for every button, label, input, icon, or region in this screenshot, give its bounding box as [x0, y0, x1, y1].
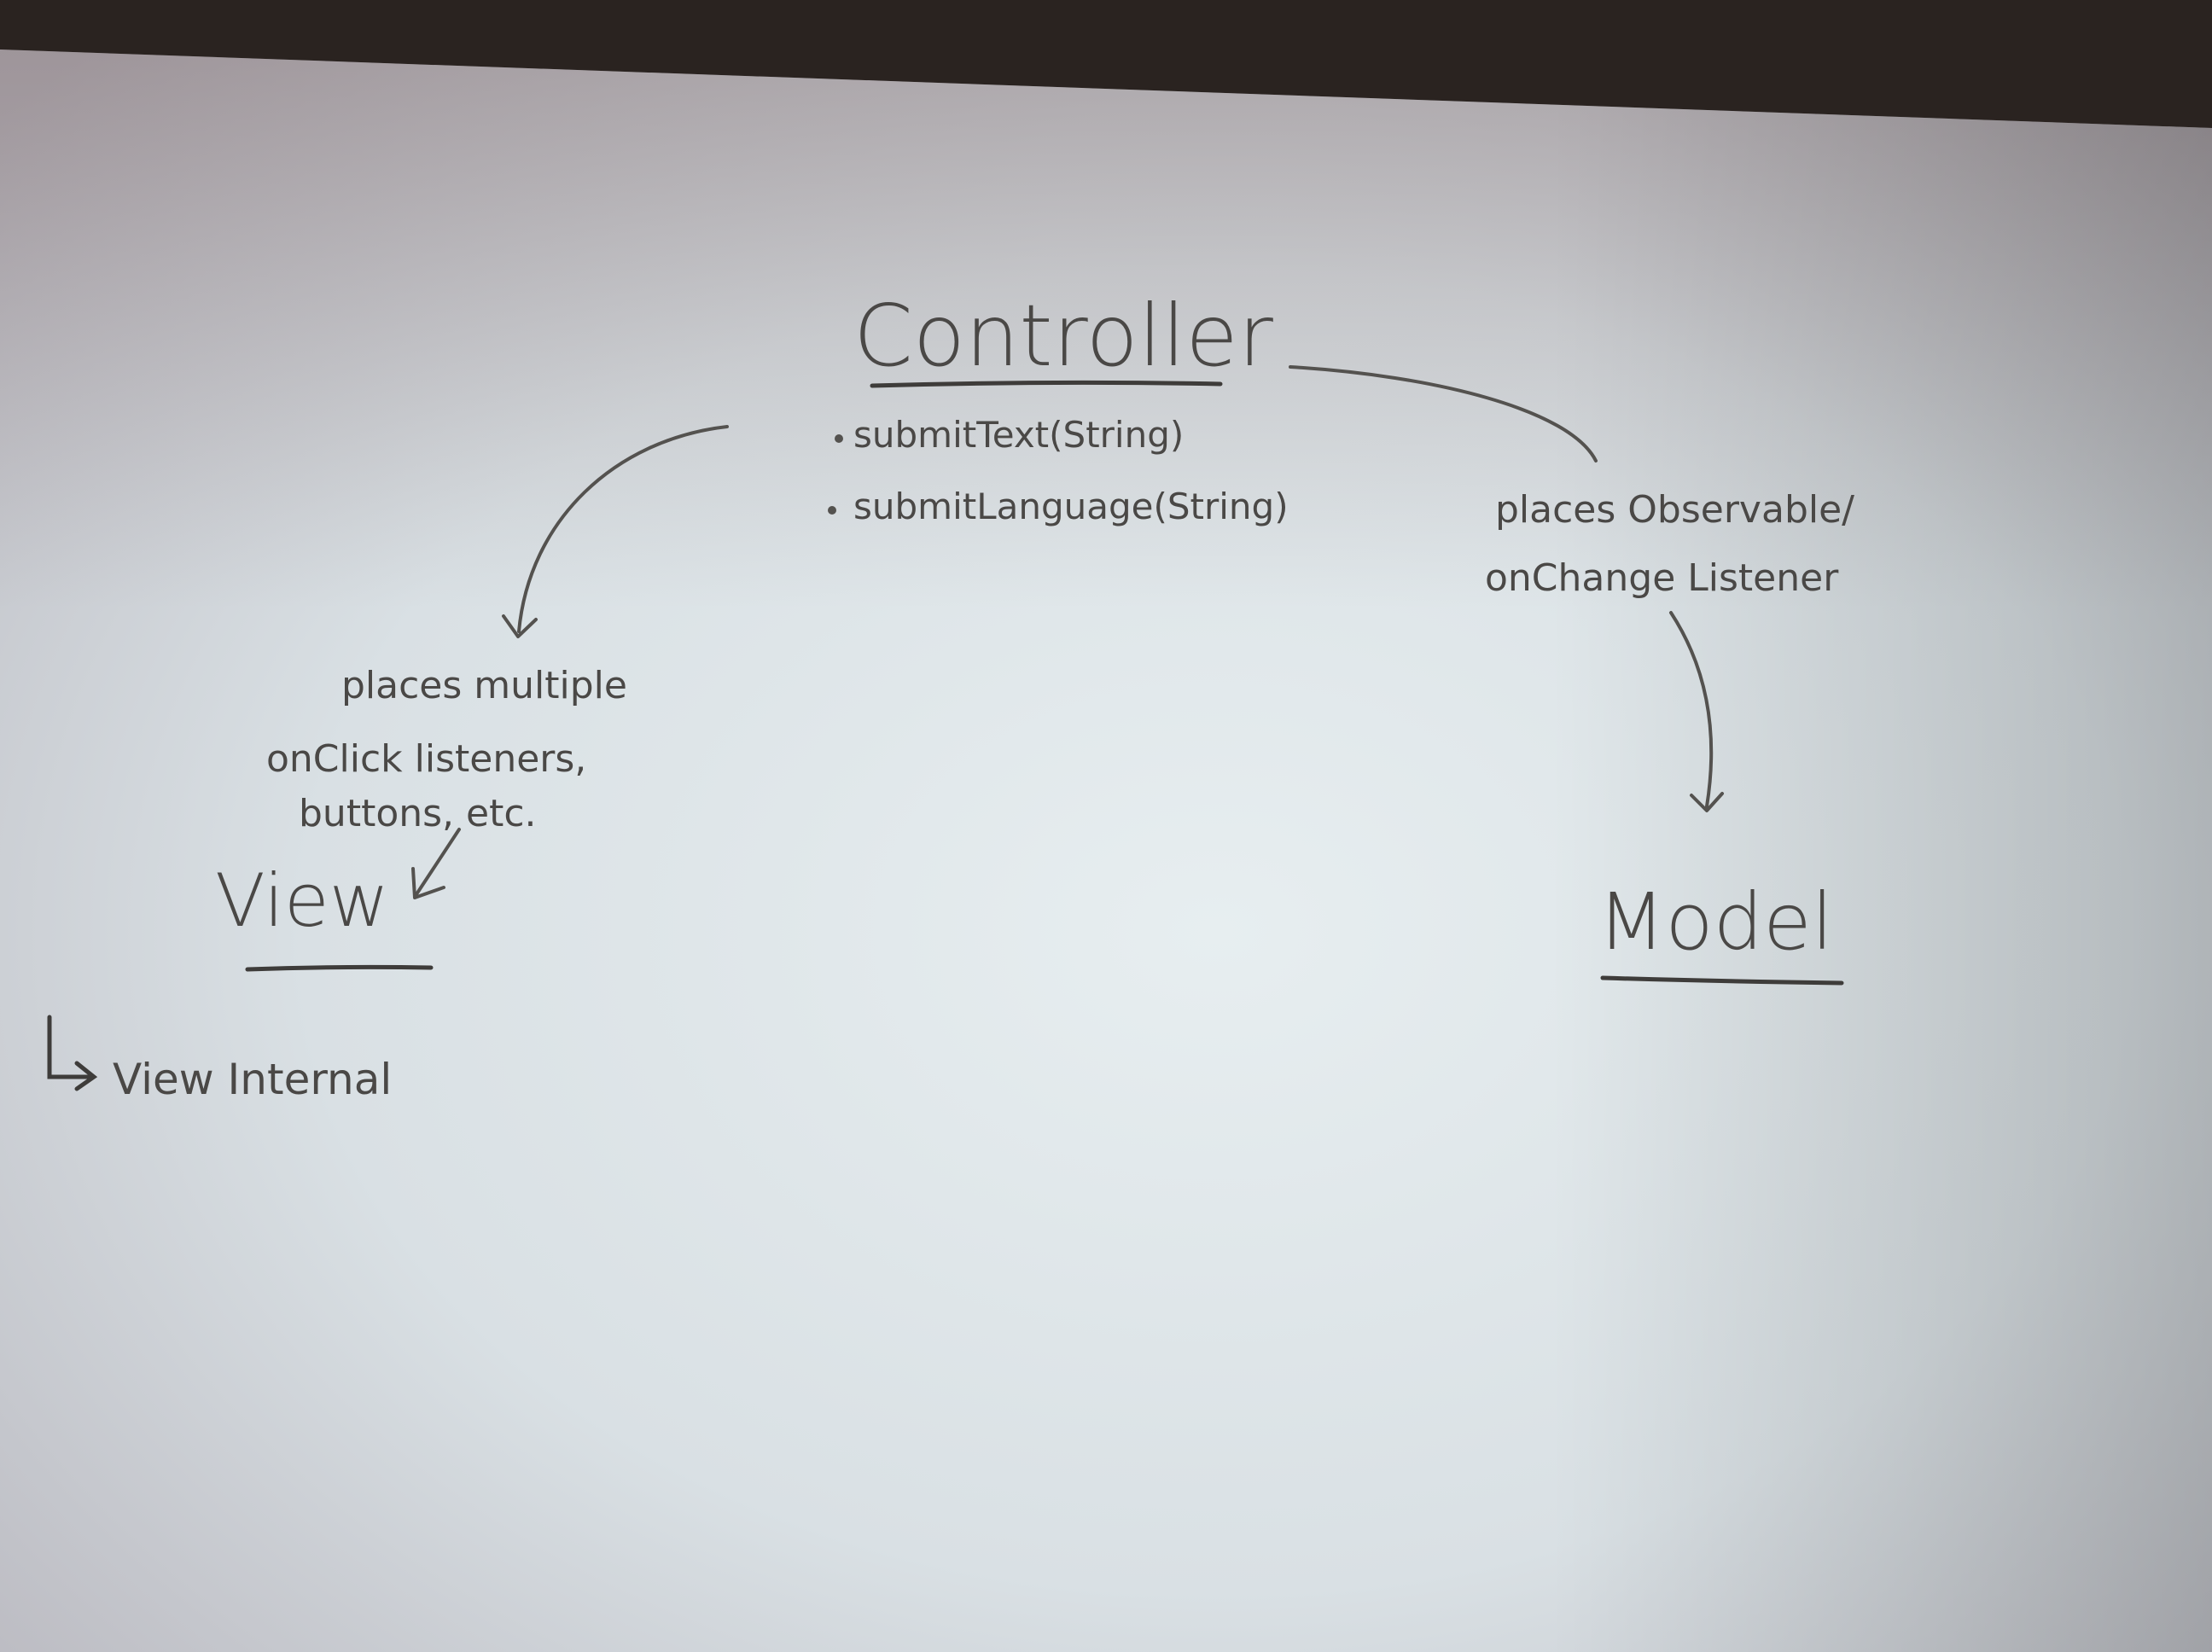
controller-title: Controller: [853, 286, 1274, 386]
controller-node: Controller submitText(String) submitLang…: [828, 286, 1289, 527]
edge-label-line: onChange Listener: [1485, 556, 1839, 600]
edge-controller-to-model: places Observable/ onChange Listener: [1289, 365, 1854, 812]
edge-label-line: places Observable/: [1495, 488, 1854, 532]
controller-underline: [870, 380, 1223, 388]
controller-method: submitText(String): [853, 414, 1184, 456]
view-title: View: [215, 858, 389, 944]
edge-controller-to-view: places multiple onClick listeners, butto…: [266, 425, 729, 899]
edge-curve: [517, 425, 729, 633]
arrowhead-icon: [411, 867, 445, 899]
edge-label-line: places multiple: [341, 664, 627, 707]
arrowhead-icon: [1690, 792, 1724, 812]
paper-shade-right: [0, 49, 2212, 1652]
edge-label-line: buttons, etc.: [299, 792, 537, 835]
arrowhead-icon: [74, 1061, 98, 1091]
arrowhead-icon: [502, 614, 538, 638]
subitem-arrow-icon: [47, 1015, 95, 1079]
view-subitem: View Internal: [113, 1055, 392, 1104]
controller-method: submitLanguage(String): [853, 486, 1289, 527]
view-underline: [245, 964, 434, 972]
method-bullet: [828, 506, 836, 515]
edge-curve: [1289, 365, 1598, 462]
edge-arrow-to-view: [415, 828, 461, 896]
edge-label-line: onClick listeners,: [266, 737, 586, 781]
edge-curve: [1669, 611, 1714, 808]
view-node: View View Internal: [47, 858, 434, 1104]
model-node: Model: [1598, 876, 1844, 986]
method-bullet: [835, 434, 843, 443]
model-underline: [1600, 975, 1844, 986]
model-title: Model: [1598, 876, 1833, 968]
